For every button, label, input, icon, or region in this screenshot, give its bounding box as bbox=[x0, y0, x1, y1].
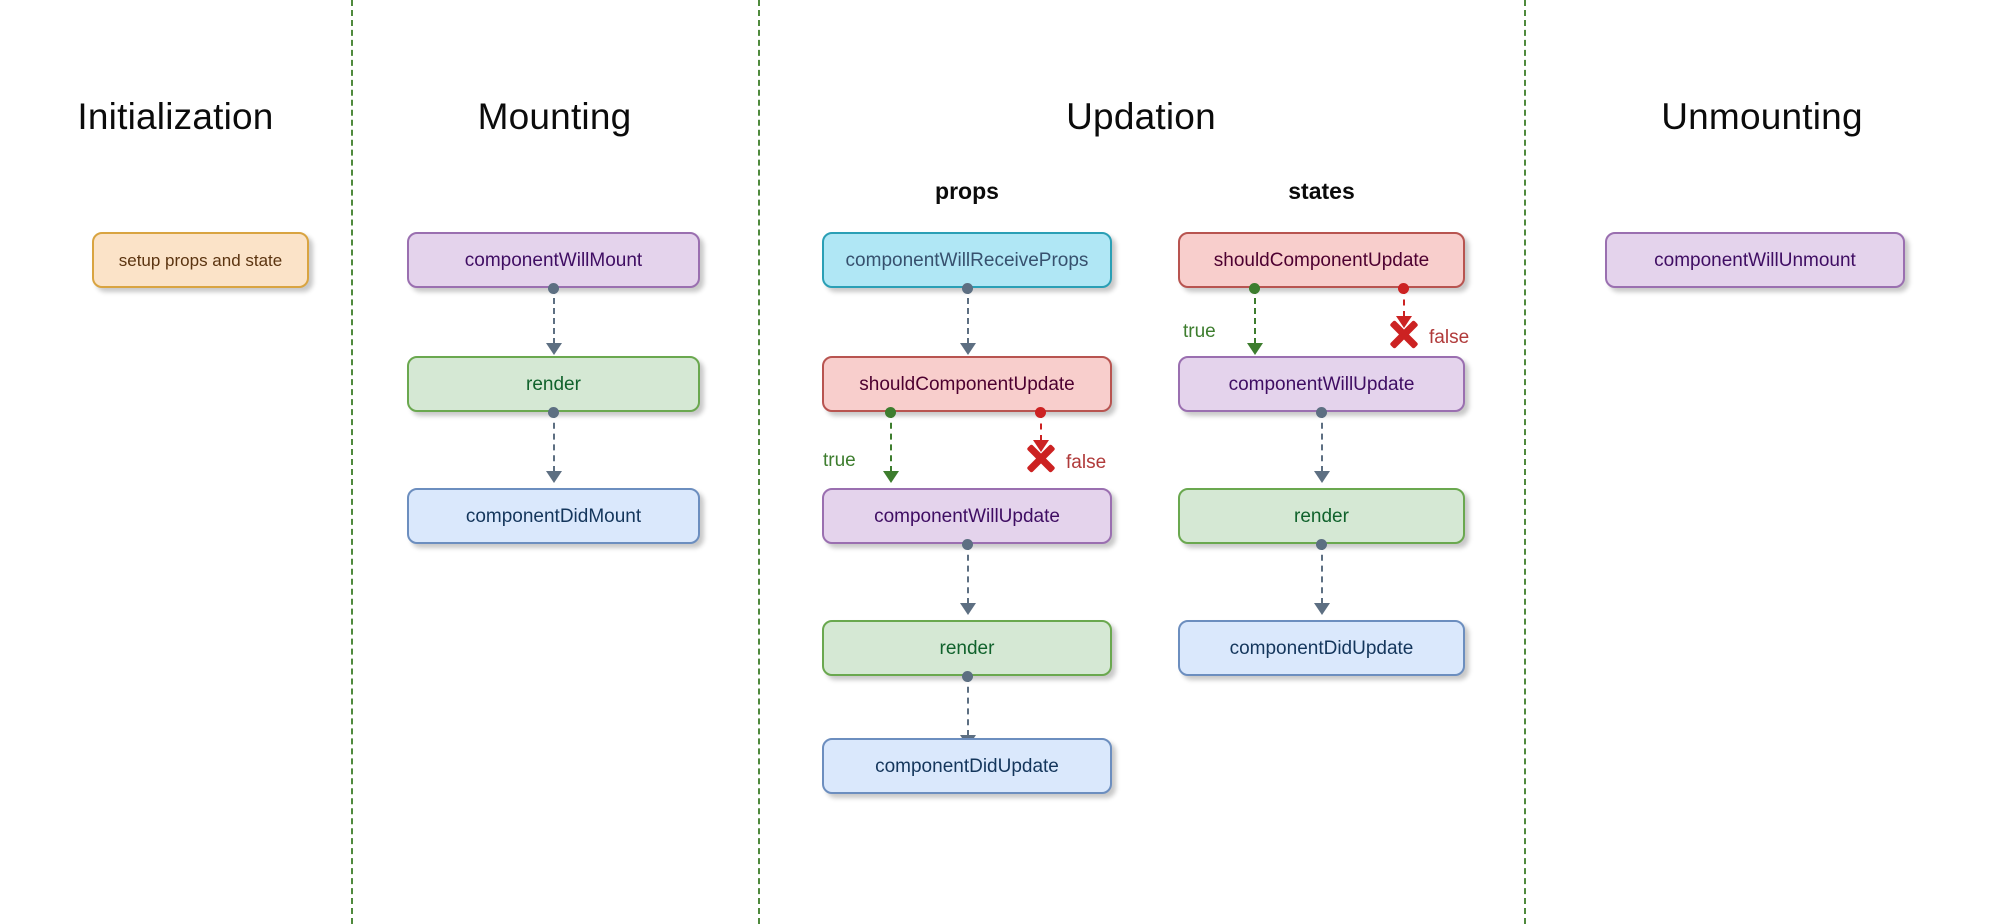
connector-line bbox=[967, 288, 969, 344]
subsection-title-props: props bbox=[935, 178, 999, 204]
section-title-mounting: Mounting bbox=[477, 96, 632, 137]
connector-arrow bbox=[1314, 471, 1330, 483]
node-component-did-mount[interactable]: componentDidMount bbox=[407, 488, 700, 544]
node-render-mounting[interactable]: render bbox=[407, 356, 700, 412]
section-title-updation: Updation bbox=[1066, 96, 1216, 137]
node-should-component-update-states[interactable]: shouldComponentUpdate bbox=[1178, 232, 1465, 288]
connector-arrow bbox=[1314, 603, 1330, 615]
node-setup-props-and-state[interactable]: setup props and state bbox=[92, 232, 309, 288]
branch-line-false bbox=[1040, 412, 1042, 441]
column-divider-2 bbox=[758, 0, 760, 924]
node-component-will-update-states[interactable]: componentWillUpdate bbox=[1178, 356, 1465, 412]
node-render-states[interactable]: render bbox=[1178, 488, 1465, 544]
subsection-title-states: states bbox=[1288, 178, 1355, 204]
connector-line bbox=[1321, 412, 1323, 472]
branch-label-false: false bbox=[1429, 327, 1470, 348]
blocked-x-icon bbox=[1024, 441, 1058, 475]
node-component-did-update-states[interactable]: componentDidUpdate bbox=[1178, 620, 1465, 676]
node-component-will-mount[interactable]: componentWillMount bbox=[407, 232, 700, 288]
section-title-unmounting: Unmounting bbox=[1661, 96, 1863, 137]
blocked-x-icon bbox=[1387, 317, 1421, 351]
connector-arrow bbox=[960, 603, 976, 615]
node-should-component-update-props[interactable]: shouldComponentUpdate bbox=[822, 356, 1112, 412]
column-divider-3 bbox=[1524, 0, 1526, 924]
connector-line bbox=[1321, 544, 1323, 604]
connector-line bbox=[553, 288, 555, 344]
connector-line bbox=[967, 544, 969, 604]
connector-line bbox=[553, 412, 555, 472]
node-component-will-unmount[interactable]: componentWillUnmount bbox=[1605, 232, 1905, 288]
branch-line-false bbox=[1403, 288, 1405, 317]
connector-arrow bbox=[546, 343, 562, 355]
connector-arrow bbox=[546, 471, 562, 483]
branch-label-true: true bbox=[823, 450, 856, 471]
node-component-will-receive-props[interactable]: componentWillReceiveProps bbox=[822, 232, 1112, 288]
branch-arrow-true bbox=[1247, 343, 1263, 355]
section-title-initialization: Initialization bbox=[77, 96, 274, 137]
node-render-props[interactable]: render bbox=[822, 620, 1112, 676]
connector-arrow bbox=[960, 343, 976, 355]
column-divider-1 bbox=[351, 0, 353, 924]
branch-label-false: false bbox=[1066, 452, 1107, 473]
connector-line bbox=[967, 676, 969, 736]
node-component-will-update-props[interactable]: componentWillUpdate bbox=[822, 488, 1112, 544]
branch-line-true bbox=[890, 412, 892, 472]
branch-line-true bbox=[1254, 288, 1256, 344]
branch-arrow-true bbox=[883, 471, 899, 483]
node-component-did-update-props[interactable]: componentDidUpdate bbox=[822, 738, 1112, 794]
branch-label-true: true bbox=[1183, 321, 1216, 342]
